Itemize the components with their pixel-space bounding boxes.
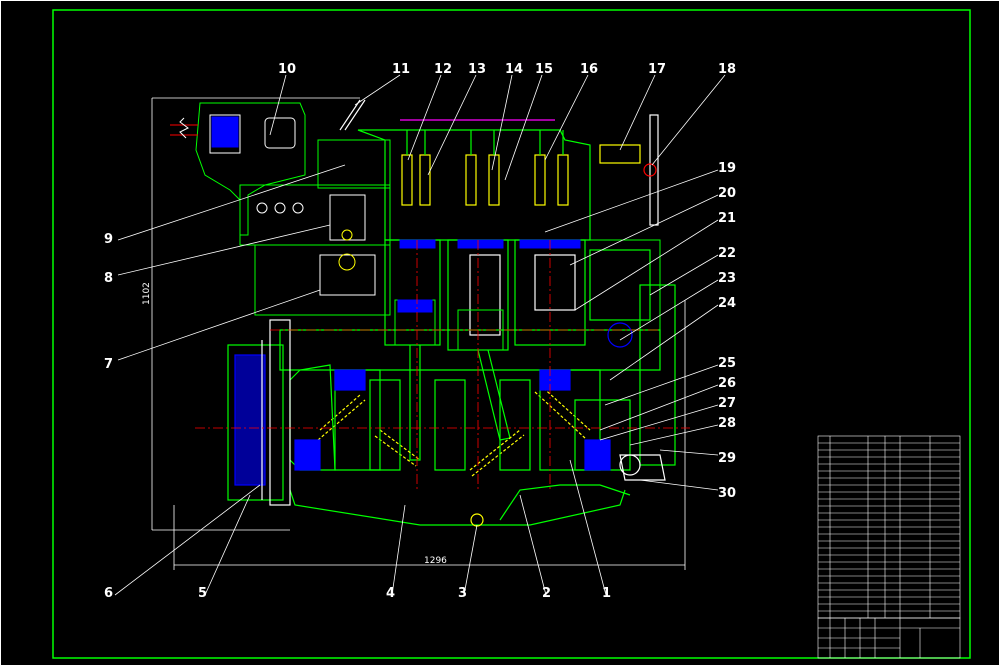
connecting-rods [317, 345, 591, 477]
part-label-6: 6 [104, 586, 113, 601]
part-label-11: 11 [392, 62, 410, 77]
part-label-29: 29 [718, 451, 736, 466]
title-block [817, 617, 961, 659]
fuel-injectors [401, 130, 569, 206]
part-label-30: 30 [718, 486, 736, 501]
part-label-23: 23 [718, 271, 736, 286]
flywheel [227, 319, 291, 506]
part-label-2: 2 [542, 586, 551, 601]
part-label-1: 1 [602, 586, 611, 601]
overall-dimensions: 1296 1102 [142, 97, 686, 570]
part-label-19: 19 [718, 161, 736, 176]
air-filter [170, 102, 306, 236]
part-label-20: 20 [718, 186, 736, 201]
part-label-8: 8 [104, 271, 113, 286]
part-label-16: 16 [580, 62, 598, 77]
part-label-17: 17 [648, 62, 666, 77]
part-label-3: 3 [458, 586, 467, 601]
parts-list-table [817, 435, 961, 619]
pistons [394, 239, 581, 351]
crankshaft [279, 329, 661, 471]
oil-sump [289, 484, 631, 527]
part-label-12: 12 [434, 62, 452, 77]
part-label-27: 27 [718, 396, 736, 411]
part-label-18: 18 [718, 62, 736, 77]
part-label-26: 26 [718, 376, 736, 391]
part-label-14: 14 [505, 62, 523, 77]
part-label-25: 25 [718, 356, 736, 371]
part-label-9: 9 [104, 232, 113, 247]
part-label-4: 4 [386, 586, 395, 601]
part-label-7: 7 [104, 357, 113, 372]
part-label-5: 5 [198, 586, 207, 601]
timing-gear-case [589, 114, 676, 481]
part-label-28: 28 [718, 416, 736, 431]
cylinder-block [384, 239, 586, 351]
part-label-15: 15 [535, 62, 553, 77]
dimension-height-text: 1102 [142, 282, 152, 305]
centerlines [195, 240, 690, 490]
injection-pump-housing [239, 139, 391, 316]
part-label-13: 13 [468, 62, 486, 77]
part-label-10: 10 [278, 62, 296, 77]
part-label-22: 22 [718, 246, 736, 261]
leader-lines [114, 74, 726, 596]
dimension-width-text: 1296 [424, 556, 447, 566]
part-label-21: 21 [718, 211, 736, 226]
part-label-24: 24 [718, 296, 736, 311]
drawing-frame [52, 9, 971, 659]
part-labels: 1 2 3 4 5 6 7 8 9 10 11 12 13 14 15 16 1… [104, 62, 736, 601]
